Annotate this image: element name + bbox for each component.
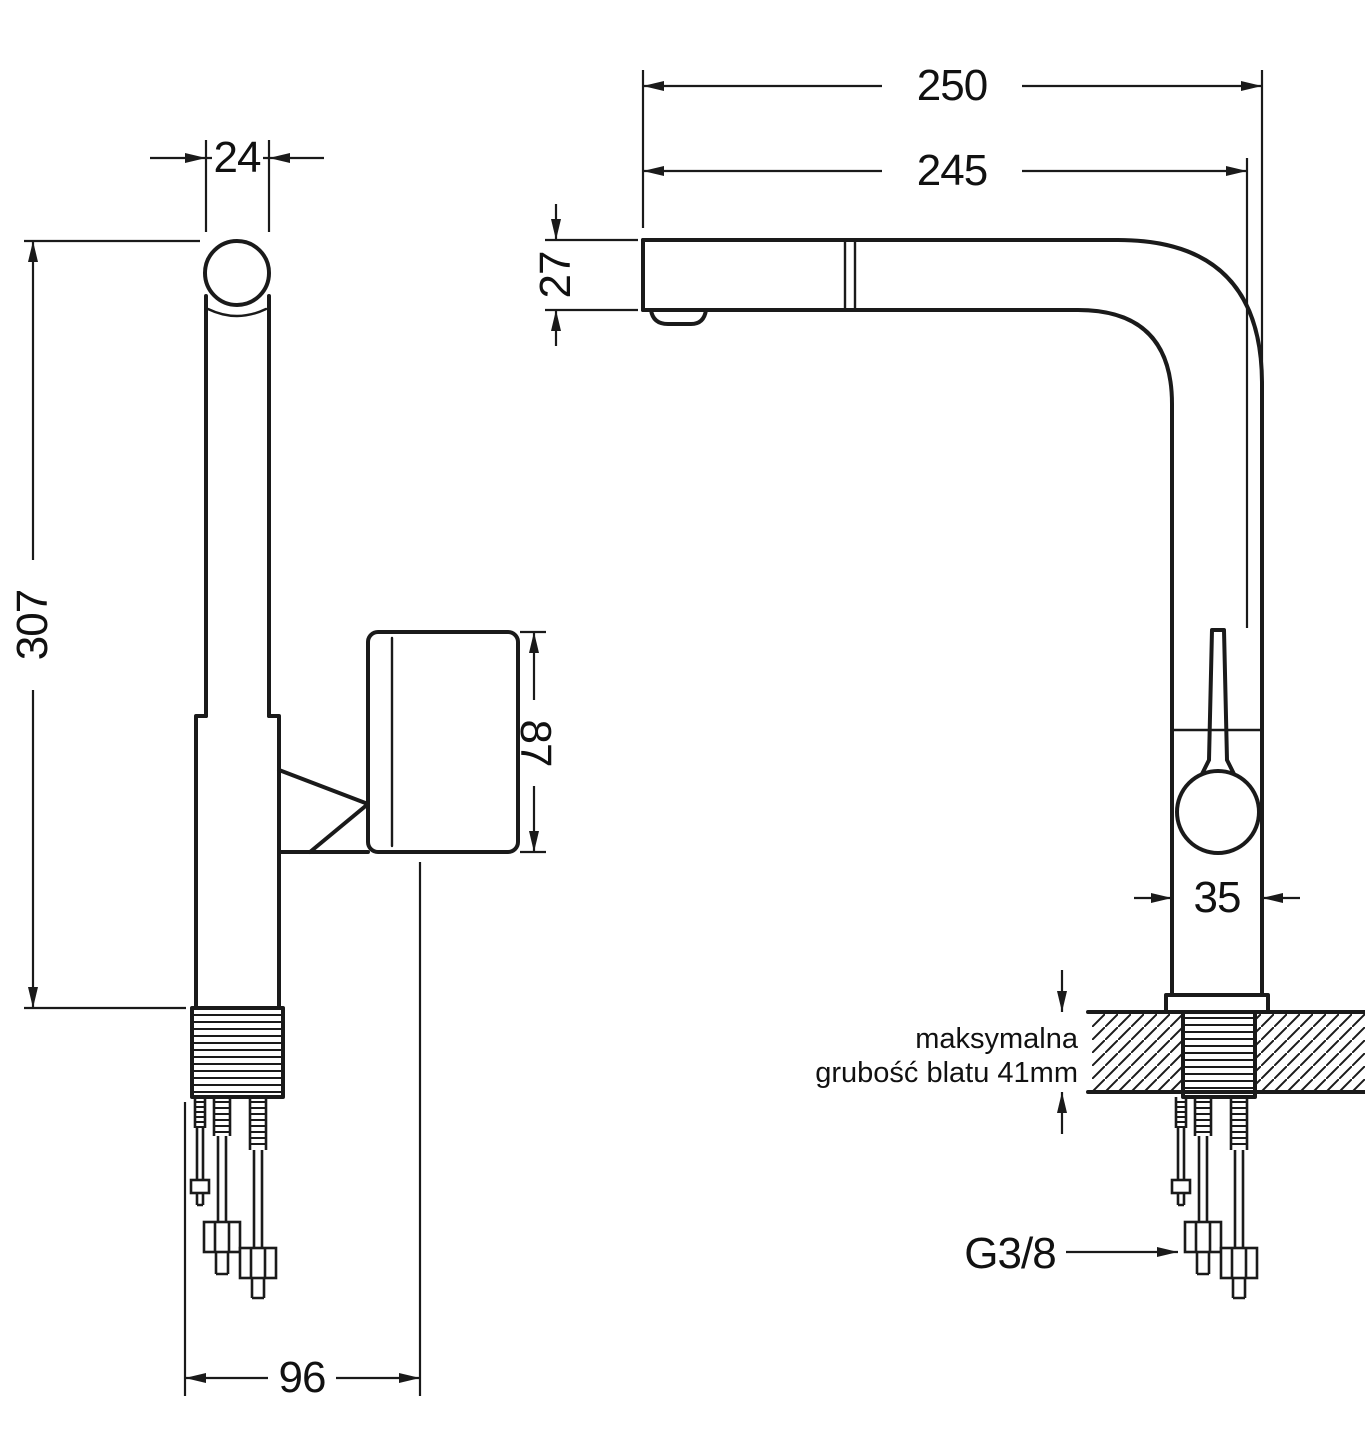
dimension-35-body-width: 35 (1134, 873, 1300, 922)
riser-pipe (204, 294, 271, 718)
countertop-section (1086, 1010, 1365, 1094)
spout-outlet-lip (206, 307, 268, 318)
dim-24-value: 24 (214, 133, 261, 182)
dimension-24-spout-width: 24 (150, 133, 324, 232)
threaded-shank-left (190, 1006, 285, 1099)
dim-27-value: 27 (531, 252, 580, 299)
mixer-body (194, 714, 281, 1010)
handle-stick (1196, 628, 1240, 784)
handle-knob (1175, 769, 1261, 855)
mounting-hardware-left (189, 1095, 278, 1300)
left-view-side-projection (189, 239, 520, 1300)
dimension-96-base-depth: 96 (183, 862, 422, 1402)
dim-87-value: 87 (511, 720, 560, 767)
countertop-hatch-right (1255, 1014, 1365, 1090)
mounting-hardware-right (1170, 1095, 1259, 1300)
dimension-245-spout-reach: 245 (643, 146, 1249, 628)
countertop-surfaces (1086, 1010, 1365, 1094)
right-view-front-projection (641, 238, 1365, 1300)
handle-lever-side (366, 630, 520, 854)
spout-outer-edge (641, 238, 1264, 997)
base-flange (1164, 993, 1270, 1014)
dimension-250-total-reach: 250 (641, 61, 1264, 372)
threaded-shank-right (1181, 1010, 1257, 1099)
dim-250-value: 250 (917, 61, 987, 110)
dim-96-value: 96 (279, 1353, 326, 1402)
spout-outlet-circle (203, 239, 271, 307)
thread-size-label: G3/8 (964, 1229, 1055, 1278)
dimension-27-spout-height: 27 (531, 204, 638, 346)
dim-307-value: 307 (8, 590, 57, 660)
dimension-307-total-height: 307 (8, 239, 200, 1010)
handle-joint-wedge (277, 768, 370, 854)
aerator-bump (649, 308, 708, 326)
spout-inner-edge (641, 308, 1174, 997)
thread-size-annotation: G3/8 (964, 1229, 1178, 1278)
counter-note-line2: grubość blatu 41mm (815, 1057, 1078, 1089)
counter-note-line1: maksymalna (915, 1023, 1079, 1055)
counter-thickness-annotation: maksymalna grubość blatu 41mm (815, 970, 1079, 1134)
dimension-87-handle-length: 87 (511, 630, 560, 854)
countertop-hatch-left (1092, 1014, 1183, 1090)
dim-245-value: 245 (917, 146, 987, 195)
dim-35-value: 35 (1194, 873, 1241, 922)
pullout-head-seam (843, 238, 857, 312)
